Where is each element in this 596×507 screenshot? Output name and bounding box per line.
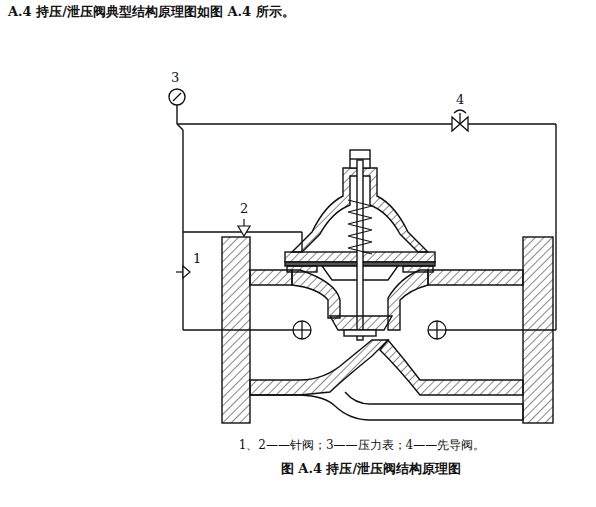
callout-number: 1 [193,251,201,267]
needle-valve [238,219,250,236]
port-hole [293,321,446,339]
needle-valve [176,266,190,278]
heading: A.4 持压/泄压阀典型结构原理图如图 A.4 所示。 [8,4,295,20]
legend-text: 1、2——针阀；3——压力表；4——先导阀。 [239,438,486,452]
callout-number: 2 [240,201,248,217]
pressure-gauge [169,89,185,105]
spring [348,200,372,254]
figure-caption: 图 A.4 持压/泄压阀结构原理图 [281,461,461,477]
callout-number: 3 [171,70,179,86]
valve-body [222,150,553,423]
callout-number: 4 [456,92,464,108]
pilot-valve [452,110,468,131]
